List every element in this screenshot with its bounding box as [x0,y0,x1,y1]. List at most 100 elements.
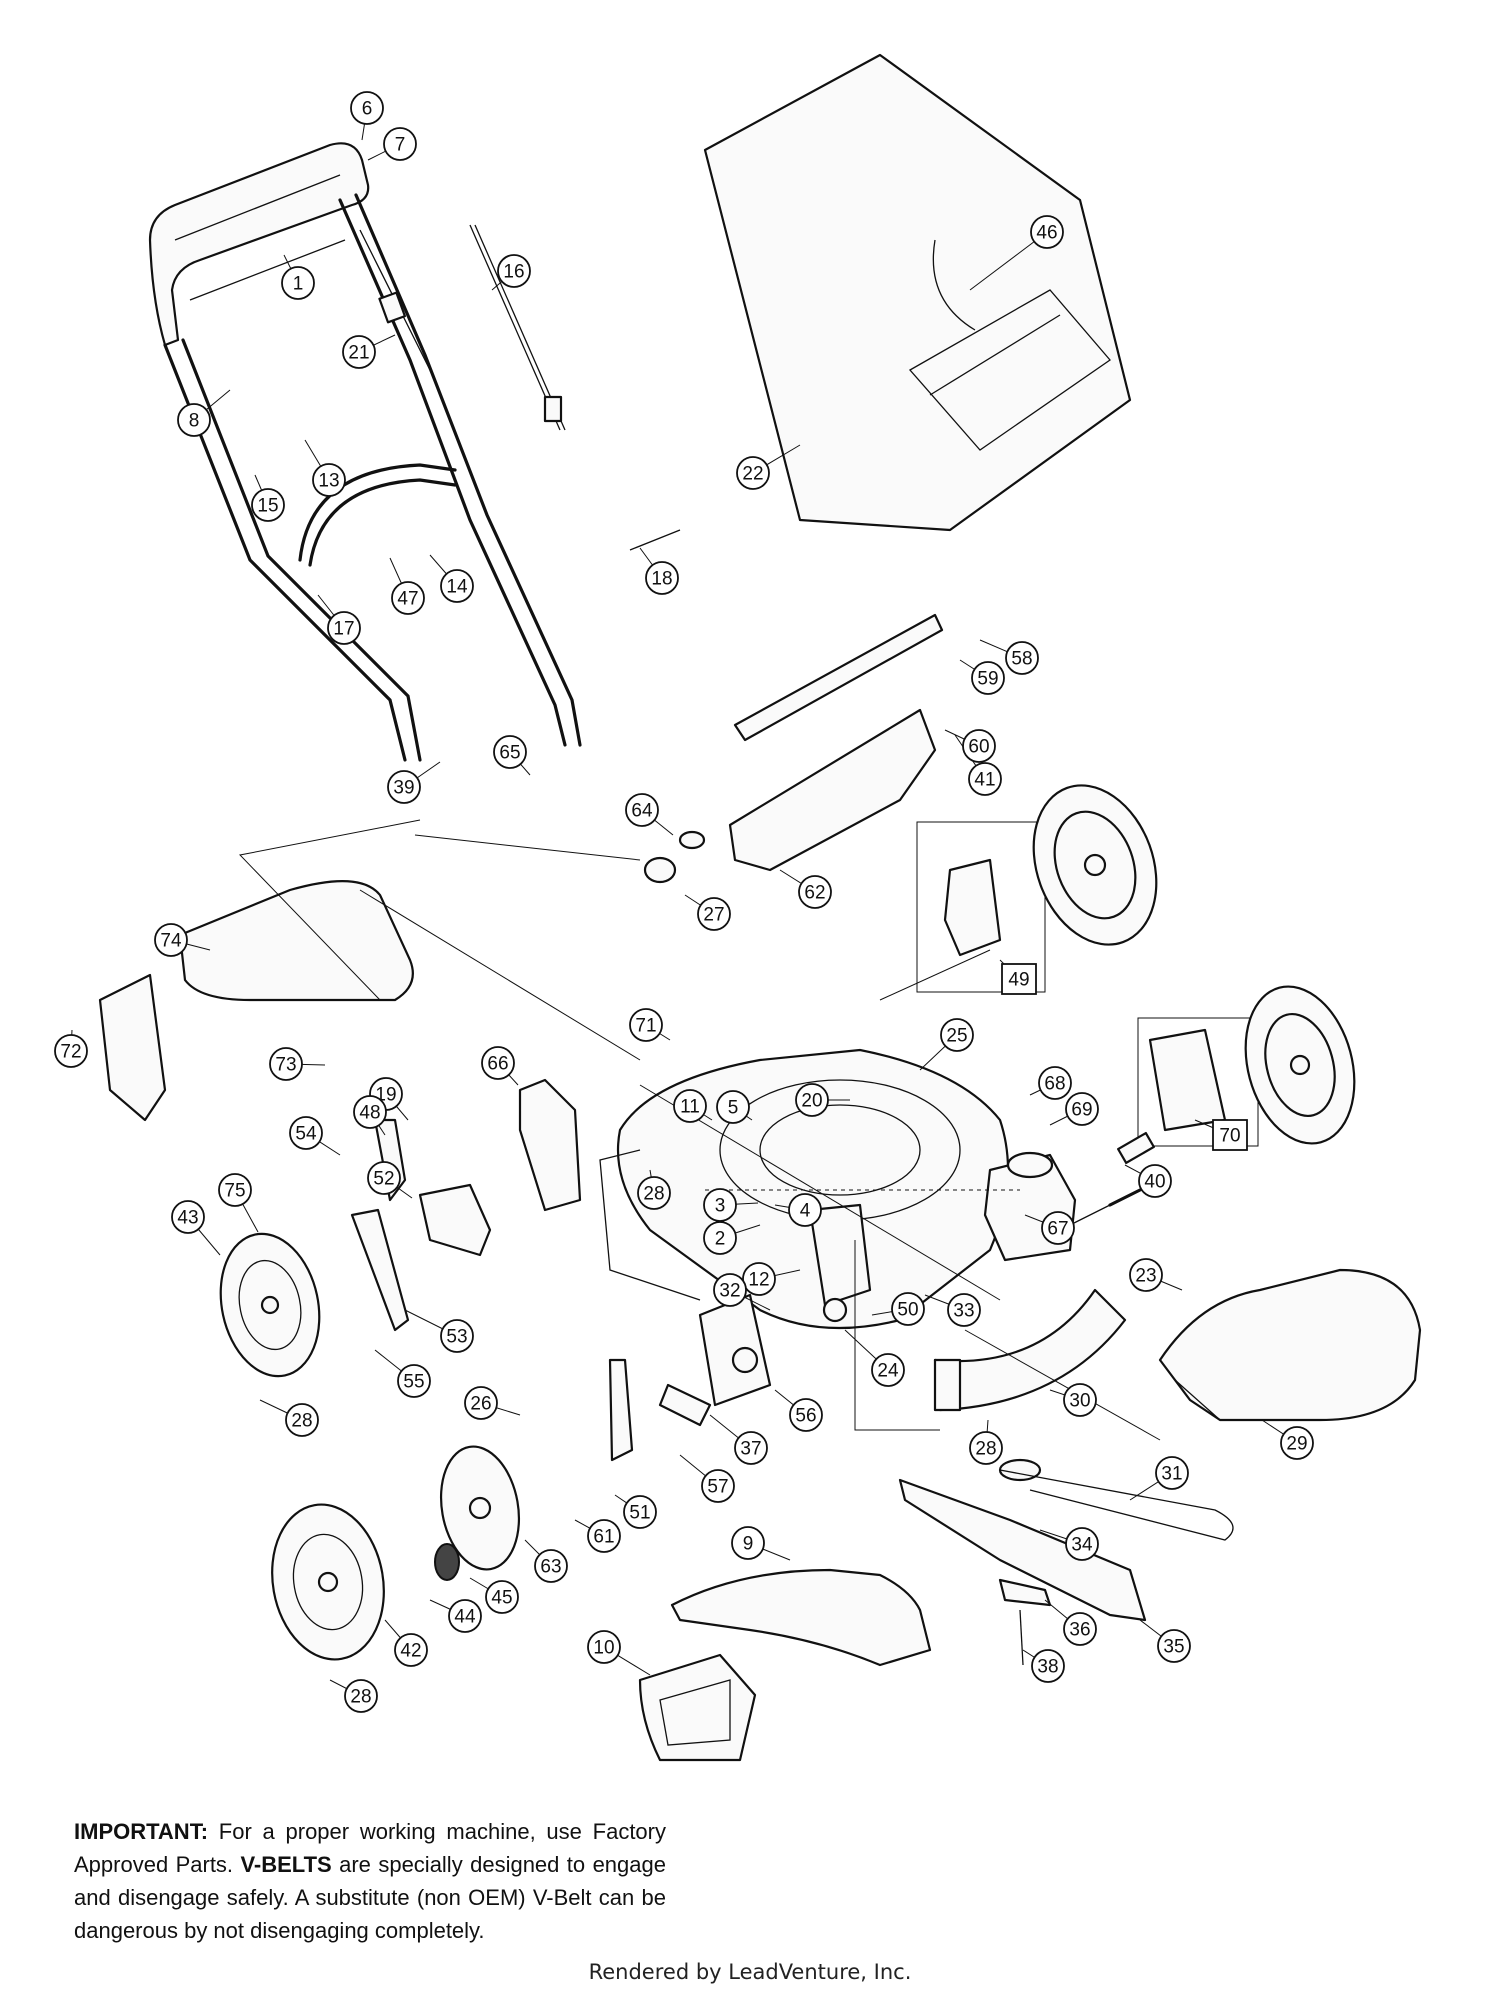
callout-23: 23 [1129,1258,1183,1292]
callout-22: 22 [736,444,801,490]
callout-bubble [716,1090,750,1124]
callout-63: 63 [524,1539,568,1583]
callout-bubble [701,1469,735,1503]
callout-49: 49 [999,959,1037,995]
callout-45: 45 [469,1577,519,1614]
callout-69: 69 [1049,1092,1099,1126]
callout-bubble [713,1273,747,1307]
callout-number: 55 [403,1372,424,1393]
callout-number: 31 [1161,1464,1182,1485]
callout-57: 57 [679,1454,735,1503]
important-label: IMPORTANT: [74,1819,209,1844]
chute-deflector [1158,1268,1422,1422]
callout-bubble [391,581,425,615]
callout-59: 59 [959,659,1005,695]
callout-bubble [734,1431,768,1465]
callout-bubble [1031,1649,1065,1683]
callout-bubble [971,661,1005,695]
callout-number: 65 [499,743,520,764]
callout-bubble [285,1403,319,1437]
callout-bubble [798,875,832,909]
callout-number: 53 [446,1327,467,1348]
callout-number: 40 [1144,1172,1165,1193]
callout-37: 37 [709,1414,768,1465]
upper-handle [148,142,370,347]
callout-number: 64 [631,801,653,822]
callout-bubble [54,1034,88,1068]
callout-bubble [394,1633,428,1667]
callout-bubble [625,793,659,827]
callout-number: 16 [503,262,524,283]
callout-number: 52 [373,1169,394,1190]
callout-10: 10 [587,1630,651,1676]
front-drive-wheel [271,1445,521,1661]
callout-number: 29 [1286,1434,1307,1455]
callout-number: 51 [629,1503,650,1524]
callout-number: 1 [293,274,304,295]
callout-64: 64 [625,793,674,836]
callout-number: 69 [1071,1100,1092,1121]
callout-number: 56 [795,1406,816,1427]
callout-bubble [697,897,731,931]
callout-bubble [1001,963,1037,995]
callout-number: 74 [160,931,182,952]
callout-number: 7 [395,135,406,156]
callout-bubble [1030,215,1064,249]
callout-number: 50 [897,1300,918,1321]
callout-number: 63 [540,1557,561,1578]
callout-number: 42 [400,1641,421,1662]
callout-70: 70 [1194,1119,1248,1151]
callout-bubble [269,1047,303,1081]
callout-bubble [1129,1258,1163,1292]
callout-number: 68 [1044,1074,1065,1095]
callout-43: 43 [171,1200,221,1256]
callout-bubble [788,1193,822,1227]
callout-18: 18 [639,547,679,595]
callout-31: 31 [1129,1456,1189,1501]
callout-28: 28 [969,1419,1003,1465]
callout-number: 22 [742,464,763,485]
callout-33: 33 [924,1293,981,1327]
mulch-plug-74 [98,880,414,1122]
callout-bubble [1005,641,1039,675]
callout-bubble [440,569,474,603]
callout-number: 48 [359,1103,380,1124]
callout-number: 18 [651,569,672,590]
callout-61: 61 [574,1519,621,1553]
front-left-wheel [219,1232,321,1378]
callout-number: 43 [177,1208,198,1229]
callout-number: 2 [715,1229,726,1250]
callout-bubble [968,762,1002,796]
callout-16: 16 [491,254,531,291]
transmission [983,1131,1155,1262]
callout-bubble [383,127,417,161]
callout-67: 67 [1024,1211,1075,1245]
callout-number: 72 [60,1042,81,1063]
callout-number: 32 [719,1281,740,1302]
callout-bubble [485,1580,519,1614]
callout-bubble [367,1161,401,1195]
rear-wheel-assembly-49 [916,784,1158,993]
callout-number: 71 [635,1016,656,1037]
callout-25: 25 [919,1018,974,1071]
callout-number: 38 [1037,1657,1058,1678]
callout-bubble [645,561,679,595]
callout-bubble [342,335,376,369]
callout-66: 66 [481,1046,519,1086]
callout-bubble [587,1630,621,1664]
callout-71: 71 [629,1008,671,1042]
callout-bubble [1038,1066,1072,1100]
callout-number: 13 [318,471,339,492]
callout-28: 28 [259,1399,319,1437]
callout-5: 5 [716,1090,753,1124]
callout-number: 33 [953,1301,974,1322]
callout-number: 62 [804,883,825,904]
callout-bubble [962,729,996,763]
callout-number: 9 [743,1534,754,1555]
callout-number: 58 [1011,649,1032,670]
callout-bubble [251,488,285,522]
callout-number: 45 [491,1588,512,1609]
callout-bubble [1280,1426,1314,1460]
vbelts-label: V-BELTS [240,1852,332,1877]
